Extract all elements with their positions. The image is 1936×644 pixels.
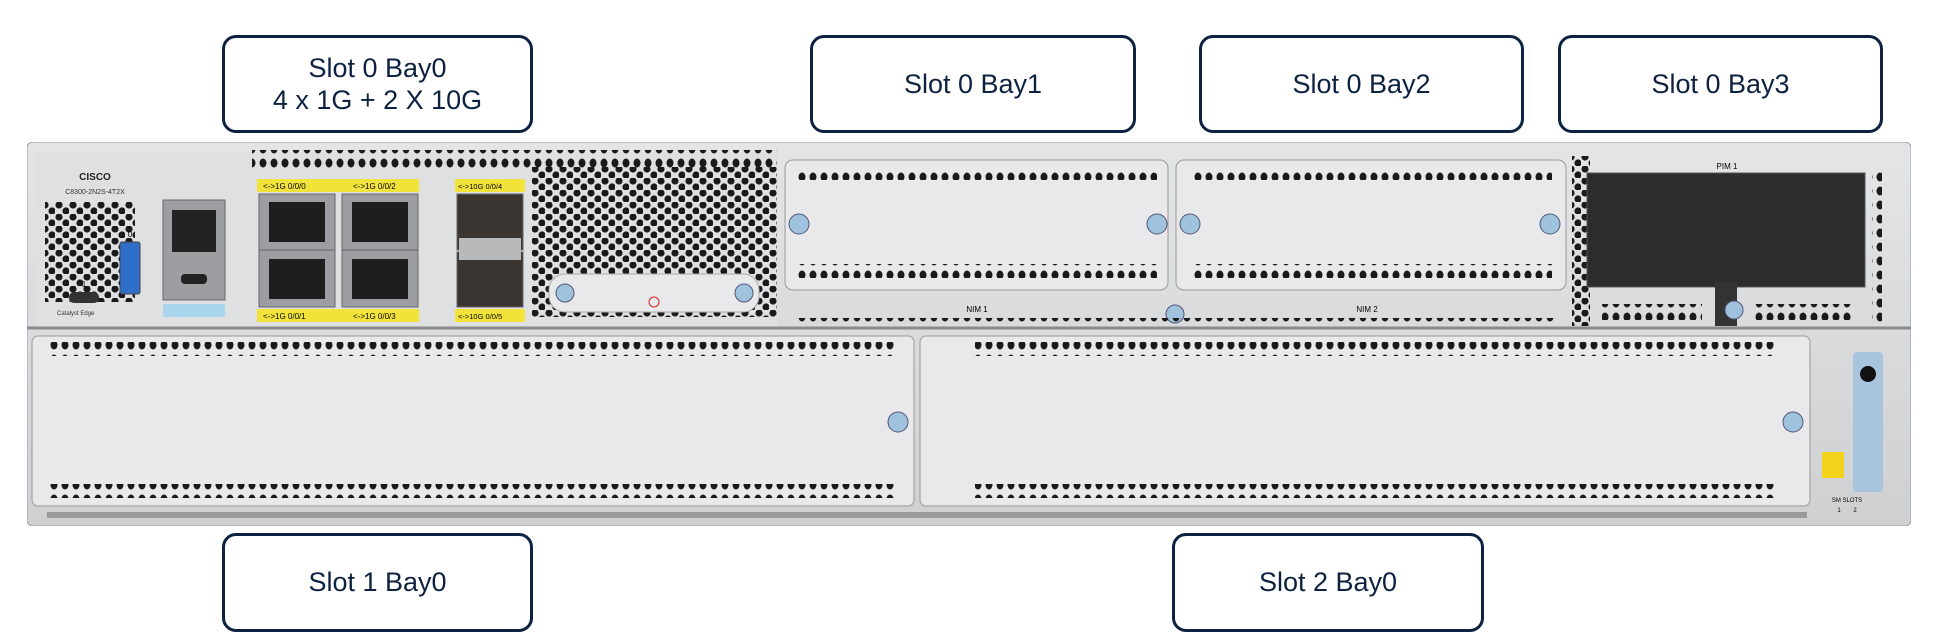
- port-label-0-0-1: <->1G 0/0/1: [263, 312, 306, 321]
- nim2-label: NIM 2: [1356, 305, 1378, 314]
- usb0-label: 0: [128, 230, 133, 239]
- pim1-label: PIM 1: [1717, 162, 1738, 171]
- warning-icon: [1822, 452, 1844, 478]
- pim1-slot: PIM 1: [1572, 156, 1882, 326]
- usb1-label: 1: [82, 280, 87, 289]
- screw-icon: [1724, 300, 1744, 320]
- callout-slot2-bay0: Slot 2 Bay0: [1172, 533, 1484, 632]
- latch-icon: [1860, 366, 1876, 382]
- screw-icon: [1539, 213, 1561, 235]
- model-label: C8300-2N2S-4T2X: [65, 189, 125, 196]
- screw-icon: [887, 411, 909, 433]
- router-chassis: CISCO C8300-2N2S-4T2X Catalyst Edge 0 1 …: [27, 142, 1911, 526]
- screw-icon: [788, 213, 810, 235]
- series-label: Catalyst Edge: [57, 311, 95, 317]
- sm-slot2-blank: [919, 335, 1811, 507]
- callout-slot0-bay3: Slot 0 Bay3: [1558, 35, 1883, 133]
- power-icon: [648, 296, 660, 308]
- port-label-0-0-0: <->1G 0/0/0: [263, 182, 306, 191]
- callout-slot1-bay0: Slot 1 Bay0: [222, 533, 533, 632]
- front-panel-slot0-bay0: CISCO C8300-2N2S-4T2X Catalyst Edge 0 1 …: [35, 150, 778, 327]
- callout-slot0-bay2: Slot 0 Bay2: [1199, 35, 1524, 133]
- port-label-0-0-2: <->1G 0/0/2: [353, 182, 396, 191]
- sfp-port-0-0-5[interactable]: [456, 251, 524, 308]
- callout-slot0-bay0-title: Slot 0 Bay0: [308, 52, 447, 83]
- sm-slot-number-1: 1: [1837, 508, 1841, 514]
- cisco-logo: CISCO: [79, 172, 111, 183]
- usb-c-port[interactable]: [69, 292, 99, 303]
- screw-icon: [1782, 411, 1804, 433]
- sm-slot1-blank: [31, 335, 915, 507]
- nim1-blank: NIM 1: [784, 159, 1169, 314]
- callout-slot0-bay1: Slot 0 Bay1: [810, 35, 1136, 133]
- usb-a-port[interactable]: [119, 241, 141, 295]
- port-label-0-0-5: <->10G 0/0/5: [458, 312, 502, 321]
- callout-slot0-bay0: Slot 0 Bay0 4 x 1G + 2 X 10G: [222, 35, 533, 133]
- nim1-label: NIM 1: [966, 305, 988, 314]
- screw-icon: [734, 283, 754, 303]
- sm-slot-number-2: 2: [1853, 508, 1857, 514]
- nim2-blank: NIM 2: [1165, 159, 1567, 324]
- port-label-0-0-3: <->1G 0/0/3: [353, 312, 396, 321]
- screw-icon: [555, 283, 575, 303]
- screw-icon: [1146, 213, 1168, 235]
- screw-icon: [1179, 213, 1201, 235]
- sm-slots-label: SM SLOTS: [1832, 498, 1862, 504]
- console-label: [163, 304, 225, 317]
- callout-slot0-bay0-ports: 4 x 1G + 2 X 10G: [272, 85, 483, 115]
- port-label-0-0-4: <->10G 0/0/4: [458, 182, 502, 191]
